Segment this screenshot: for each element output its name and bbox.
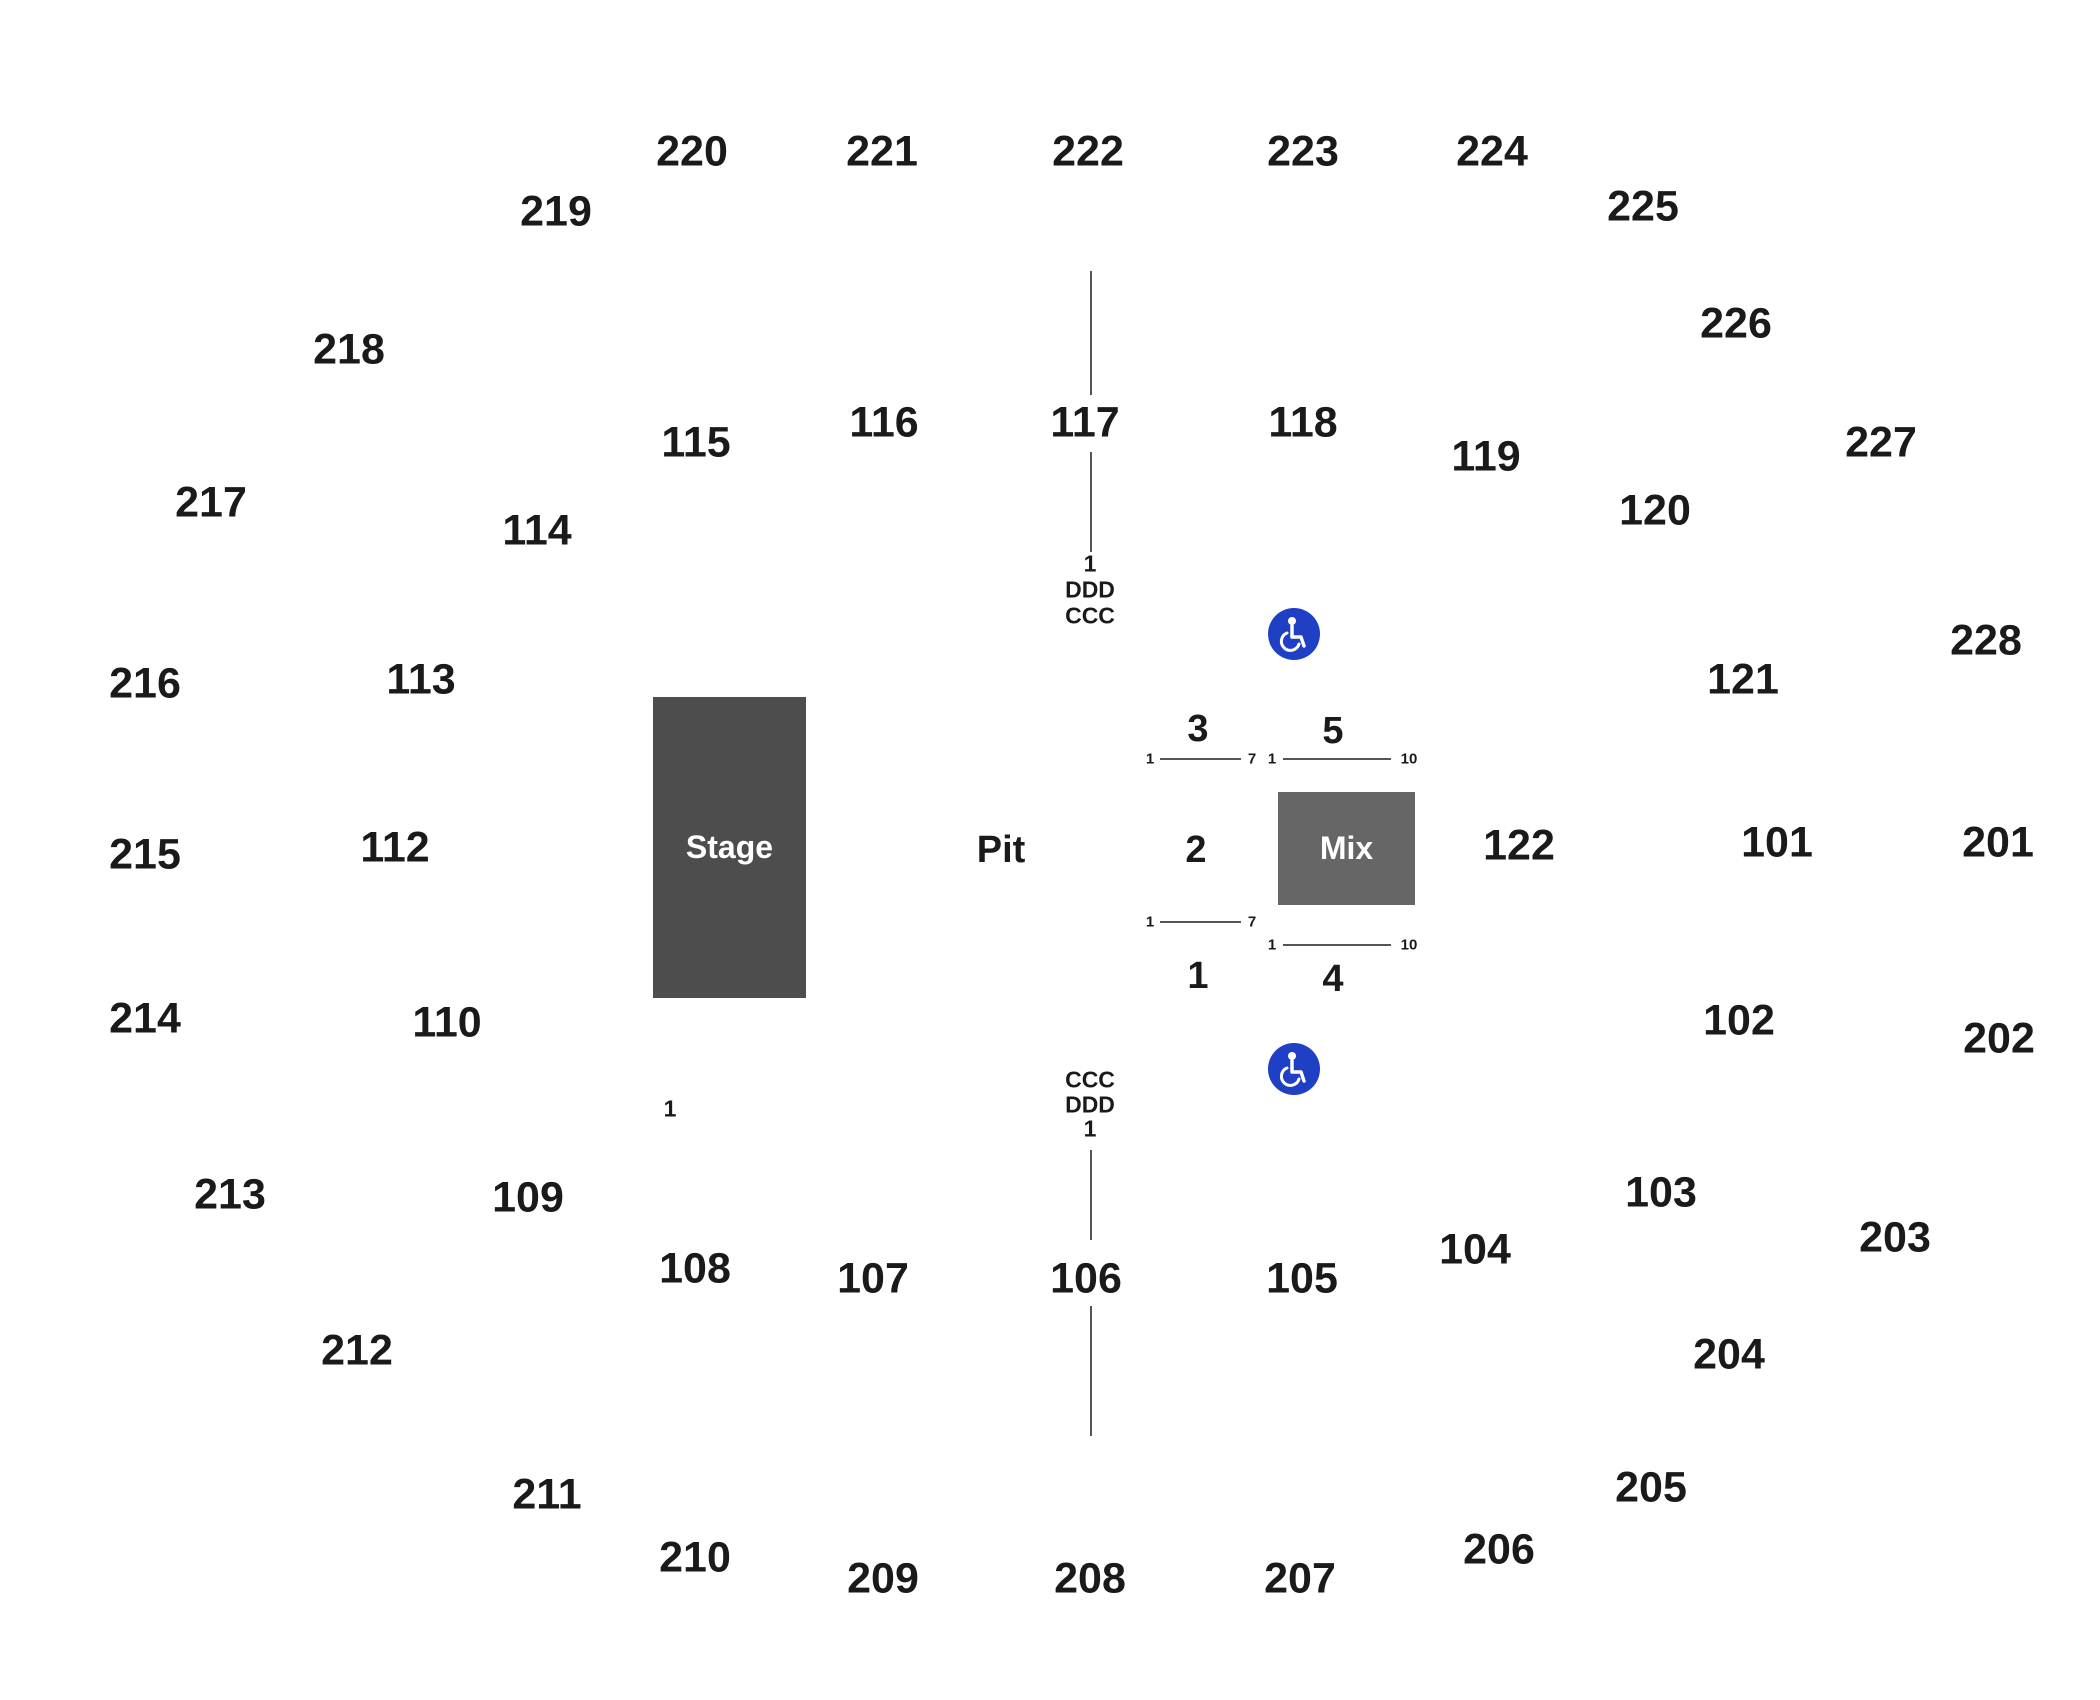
seat-marker-5-end: 10 — [1400, 750, 1418, 768]
section-215[interactable]: 215 — [109, 830, 181, 879]
section-109[interactable]: 109 — [492, 1173, 564, 1222]
section-222[interactable]: 222 — [1052, 127, 1124, 176]
mix-label: Mix — [1319, 830, 1374, 866]
section-214[interactable]: 214 — [109, 994, 181, 1043]
section-226[interactable]: 226 — [1700, 299, 1772, 348]
floor-section-2[interactable]: 2 — [1185, 829, 1207, 871]
seat-marker-3-end: 7 — [1247, 750, 1257, 768]
section-122[interactable]: 122 — [1483, 821, 1555, 870]
aisle-line-top-lower — [1090, 452, 1092, 552]
section-102[interactable]: 102 — [1703, 996, 1775, 1045]
aisle-line-top-upper — [1090, 271, 1092, 395]
seat-marker-1-start: 1 — [1145, 913, 1155, 931]
section-227[interactable]: 227 — [1845, 418, 1917, 467]
section-106[interactable]: 106 — [1050, 1254, 1122, 1303]
section-115[interactable]: 115 — [661, 418, 731, 467]
seat-marker-1-end: 7 — [1247, 913, 1257, 931]
section-217[interactable]: 217 — [175, 478, 247, 527]
seat-line-5 — [1283, 758, 1391, 760]
section-207[interactable]: 207 — [1264, 1554, 1336, 1603]
mix-position: Mix — [1278, 792, 1415, 905]
row-marker-1-stage-side: 1 — [663, 1095, 677, 1122]
section-210[interactable]: 210 — [659, 1533, 731, 1582]
section-228[interactable]: 228 — [1950, 616, 2022, 665]
stage[interactable]: Stage — [653, 697, 806, 998]
section-202[interactable]: 202 — [1963, 1014, 2035, 1063]
section-117[interactable]: 117 — [1050, 398, 1120, 447]
seat-line-4 — [1283, 944, 1391, 946]
section-220[interactable]: 220 — [656, 127, 728, 176]
section-118[interactable]: 118 — [1268, 398, 1338, 447]
section-112[interactable]: 112 — [360, 823, 430, 872]
floor-section-5[interactable]: 5 — [1322, 710, 1344, 752]
section-212[interactable]: 212 — [321, 1326, 393, 1375]
section-107[interactable]: 107 — [837, 1254, 909, 1303]
aisle-line-bottom-upper — [1090, 1150, 1092, 1240]
wheelchair-icon[interactable] — [1268, 1043, 1320, 1095]
aisle-line-bottom-lower — [1090, 1306, 1092, 1436]
row-marker-ddd-bottom: DDD — [1065, 1091, 1115, 1118]
seat-marker-3-start: 1 — [1145, 750, 1155, 768]
row-marker-ccc-top: CCC — [1065, 602, 1115, 629]
row-marker-1-bottom: 1 — [1083, 1115, 1097, 1142]
section-205[interactable]: 205 — [1615, 1463, 1687, 1512]
section-108[interactable]: 108 — [659, 1244, 731, 1293]
section-119[interactable]: 119 — [1451, 432, 1521, 481]
section-221[interactable]: 221 — [846, 127, 918, 176]
section-206[interactable]: 206 — [1463, 1525, 1535, 1574]
seat-marker-4-end: 10 — [1400, 936, 1418, 954]
section-114[interactable]: 114 — [502, 506, 572, 555]
seat-marker-4-start: 1 — [1267, 936, 1277, 954]
section-113[interactable]: 113 — [386, 655, 456, 704]
section-201[interactable]: 201 — [1962, 818, 2034, 867]
section-213[interactable]: 213 — [194, 1170, 266, 1219]
pit-label[interactable]: Pit — [976, 829, 1026, 871]
floor-section-3[interactable]: 3 — [1187, 708, 1209, 750]
stage-label: Stage — [685, 829, 774, 865]
seat-line-1 — [1160, 921, 1241, 923]
section-204[interactable]: 204 — [1693, 1330, 1765, 1379]
section-101[interactable]: 101 — [1741, 818, 1813, 867]
section-121[interactable]: 121 — [1707, 655, 1779, 704]
floor-section-1[interactable]: 1 — [1187, 955, 1209, 997]
row-marker-ccc-bottom: CCC — [1065, 1066, 1115, 1093]
section-219[interactable]: 219 — [520, 187, 592, 236]
section-224[interactable]: 224 — [1456, 127, 1528, 176]
section-105[interactable]: 105 — [1266, 1254, 1338, 1303]
section-223[interactable]: 223 — [1267, 127, 1339, 176]
section-216[interactable]: 216 — [109, 659, 181, 708]
section-218[interactable]: 218 — [313, 325, 385, 374]
section-211[interactable]: 211 — [512, 1470, 582, 1519]
section-209[interactable]: 209 — [847, 1554, 919, 1603]
section-110[interactable]: 110 — [412, 998, 482, 1047]
wheelchair-icon[interactable] — [1268, 608, 1320, 660]
section-116[interactable]: 116 — [849, 398, 919, 447]
floor-section-4[interactable]: 4 — [1322, 958, 1344, 1000]
section-103[interactable]: 103 — [1625, 1168, 1697, 1217]
section-208[interactable]: 208 — [1054, 1554, 1126, 1603]
seat-marker-5-start: 1 — [1267, 750, 1277, 768]
section-203[interactable]: 203 — [1859, 1213, 1931, 1262]
row-marker-ddd-top: DDD — [1065, 576, 1115, 603]
seat-line-3 — [1160, 758, 1241, 760]
section-225[interactable]: 225 — [1607, 182, 1679, 231]
section-104[interactable]: 104 — [1439, 1225, 1511, 1274]
section-120[interactable]: 120 — [1619, 486, 1691, 535]
row-marker-1-top: 1 — [1083, 550, 1097, 577]
